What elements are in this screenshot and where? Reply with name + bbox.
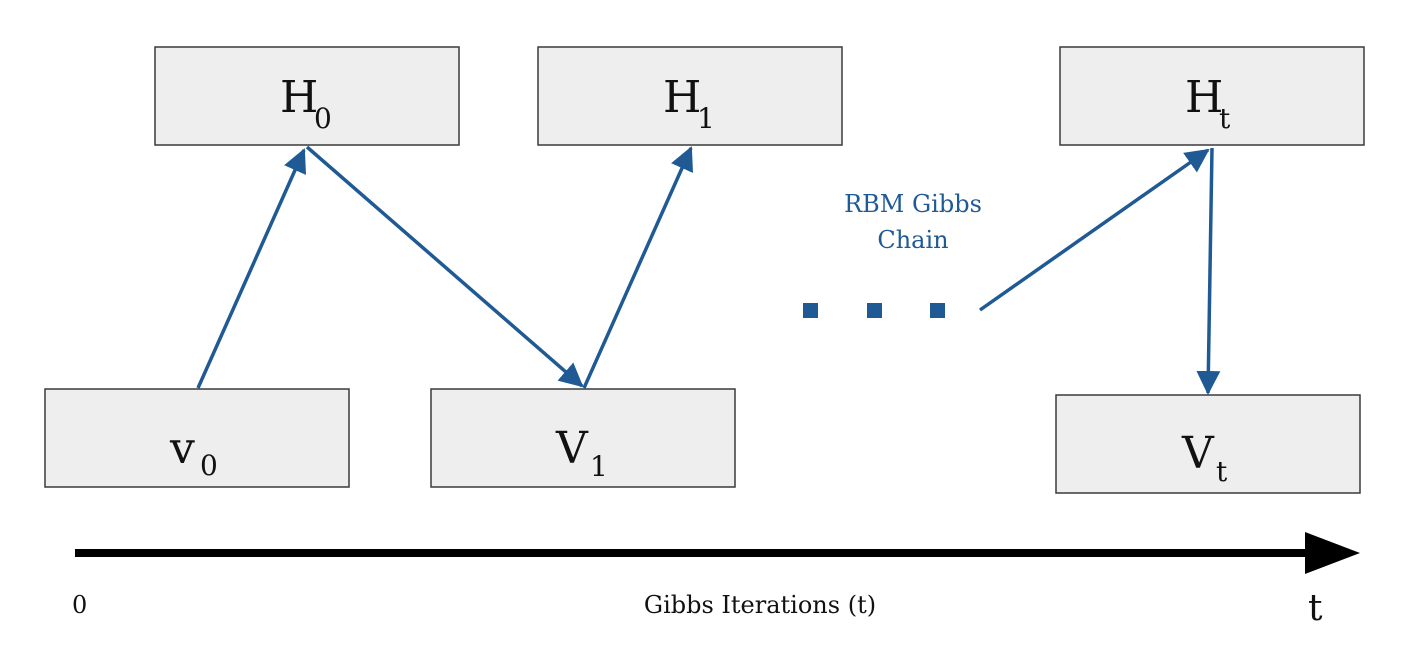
node-h1-label: H bbox=[663, 72, 701, 123]
edge-chain-to-ht bbox=[978, 148, 1210, 312]
axis-start-label: 0 bbox=[72, 591, 87, 619]
axis-title: Gibbs Iterations (t) bbox=[644, 591, 876, 619]
node-v0-subscript: 0 bbox=[200, 449, 218, 482]
node-h0: H 0 bbox=[154, 46, 460, 146]
axis-end-label: t bbox=[1308, 588, 1323, 629]
edge-ht-to-vt bbox=[1196, 147, 1221, 395]
node-vt: V t bbox=[1055, 394, 1361, 494]
edge-v0-to-h0 bbox=[196, 148, 307, 389]
node-h0-label: H bbox=[280, 72, 318, 123]
ellipsis-dot bbox=[930, 303, 945, 318]
node-v0: v 0 bbox=[44, 388, 350, 488]
node-v1: V 1 bbox=[430, 388, 736, 488]
edge-h0-to-v1 bbox=[305, 145, 584, 388]
node-h1: H 1 bbox=[537, 46, 843, 146]
chain-label-line2: Chain bbox=[877, 226, 948, 254]
edge-v1-to-h1 bbox=[582, 146, 694, 389]
ellipsis-dots bbox=[803, 303, 945, 318]
node-v1-label: V bbox=[555, 423, 589, 474]
node-v1-subscript: 1 bbox=[590, 450, 608, 483]
node-h1-subscript: 1 bbox=[697, 102, 715, 135]
node-vt-subscript: t bbox=[1216, 455, 1228, 488]
node-v0-label: v bbox=[169, 423, 195, 474]
chain-label-line1: RBM Gibbs bbox=[844, 190, 982, 218]
ellipsis-dot bbox=[803, 303, 818, 318]
time-axis-arrowhead bbox=[1305, 532, 1360, 574]
node-h0-subscript: 0 bbox=[314, 102, 332, 135]
node-ht-label: H bbox=[1185, 72, 1223, 123]
ellipsis-dot bbox=[867, 303, 882, 318]
node-vt-label: V bbox=[1181, 428, 1215, 479]
node-ht-subscript: t bbox=[1219, 102, 1231, 135]
node-ht: H t bbox=[1059, 46, 1365, 146]
